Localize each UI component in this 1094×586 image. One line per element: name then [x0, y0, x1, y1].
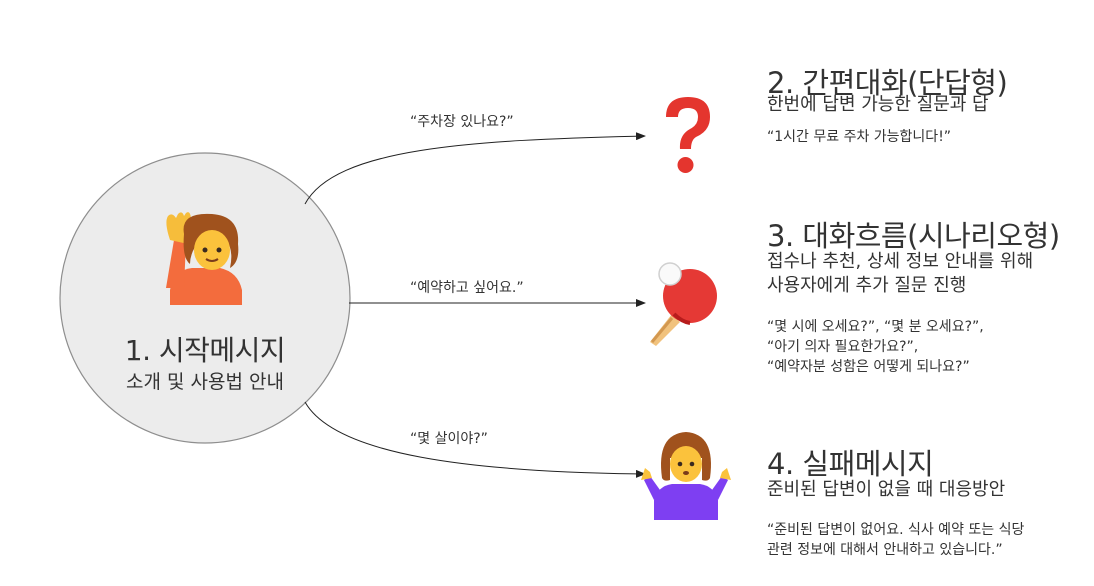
branch-example: “몇 시에 오세요?”, “몇 분 오세요?”, [767, 319, 984, 335]
branch-title-simple-dialog: 2. 간편대화(단답형) [767, 66, 1008, 100]
edge-arrow-age [304, 401, 646, 478]
branch-example: “아기 의자 필요한가요?”, [767, 339, 919, 355]
ping-pong-icon [650, 262, 717, 346]
person-raising-hand-icon [166, 212, 242, 305]
start-node-title: 1. 시작메시지 [124, 334, 286, 367]
branch-description: 준비된 답변이 없을 때 대응방안 [767, 479, 1006, 500]
question-mark-icon [666, 97, 710, 173]
branch-description: 접수나 추천, 상세 정보 안내를 위해 [767, 251, 1034, 272]
branch-example: “1시간 무료 주차 가능합니다!” [767, 129, 952, 145]
branch-title-scenario-dialog: 3. 대화흐름(시나리오형) [767, 219, 1060, 253]
start-node-subtitle: 소개 및 사용법 안내 [126, 371, 284, 393]
branch-example: “예약자분 성함은 어떻게 되나요?” [767, 359, 970, 375]
edge-label-reservation: “예약하고 싶어요.” [410, 280, 524, 296]
edge-label-parking: “주차장 있나요?” [410, 114, 514, 130]
edge-arrow-parking [304, 132, 646, 205]
branch-description: 한번에 답변 가능한 질문과 답 [767, 94, 989, 115]
edge-label-age: “몇 살이야?” [410, 431, 488, 447]
branch-example: “준비된 답변이 없어요. 식사 예약 또는 식당 [767, 522, 1025, 538]
branch-title-failure-message: 4. 실패메시지 [767, 447, 934, 481]
branch-description: 사용자에게 추가 질문 진행 [767, 275, 967, 296]
person-shrugging-icon [641, 432, 731, 520]
branch-example: 관련 정보에 대해서 안내하고 있습니다.” [767, 542, 1003, 558]
